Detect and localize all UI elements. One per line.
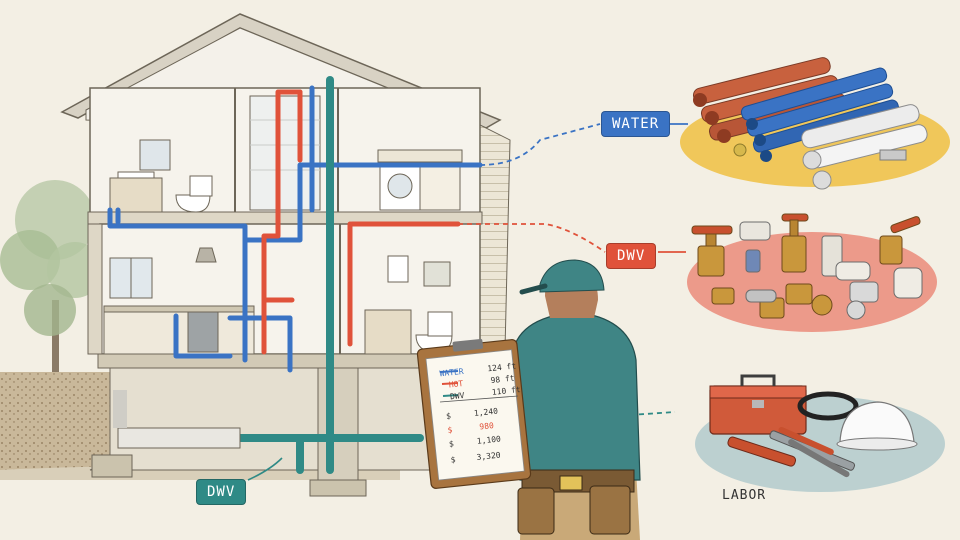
dwv-bottom-leader [247, 457, 283, 481]
water-pipe-run [107, 85, 483, 373]
clipboard-row-dwv-label: DWV [450, 391, 465, 401]
clipboard-cost-0: 1,240 [473, 406, 498, 417]
fittings-icon [687, 213, 937, 332]
clipboard-cost-2: 1,100 [476, 434, 501, 445]
clipboard-cost-sym-3: $ [450, 455, 456, 464]
hard-hat-icon [836, 401, 918, 451]
dwv-tag-top: DWV [606, 243, 657, 269]
soil-section [0, 372, 130, 475]
sewer-pipe [117, 427, 241, 449]
wrench-icon [727, 426, 856, 478]
clipboard-row-hot-label: HOT [448, 379, 463, 389]
water-tag: WATER [601, 111, 671, 137]
clipboard-cost-1: 980 [479, 421, 494, 431]
plumber-figure-icon [456, 259, 641, 540]
clipboard-cost-3: 3,320 [476, 450, 501, 461]
clipboard-row-hot-value: 98 ft [490, 374, 515, 385]
labor-leader-line [629, 411, 676, 416]
pipe-bundle-icon [680, 57, 950, 190]
clipboard-cost-sym-1: $ [447, 425, 453, 434]
hot-pipe-run [261, 89, 461, 355]
clipboard-row-water-value: 124 ft [487, 361, 517, 373]
clipboard-cost-sym-0: $ [446, 411, 452, 420]
dwv-leader-line [458, 223, 606, 253]
clipboard-row-water-label: WATER [439, 367, 464, 378]
clipboard-cost-sym-2: $ [449, 439, 455, 448]
clipboard-row-dwv-value: 110 ft [491, 385, 521, 397]
dwv-tag-bottom: DWV [196, 479, 247, 505]
labor-label: LABOR [722, 488, 767, 503]
clipboard-icon [416, 338, 532, 489]
house-cutaway-icon [60, 13, 511, 497]
water-leader-line [479, 123, 601, 166]
